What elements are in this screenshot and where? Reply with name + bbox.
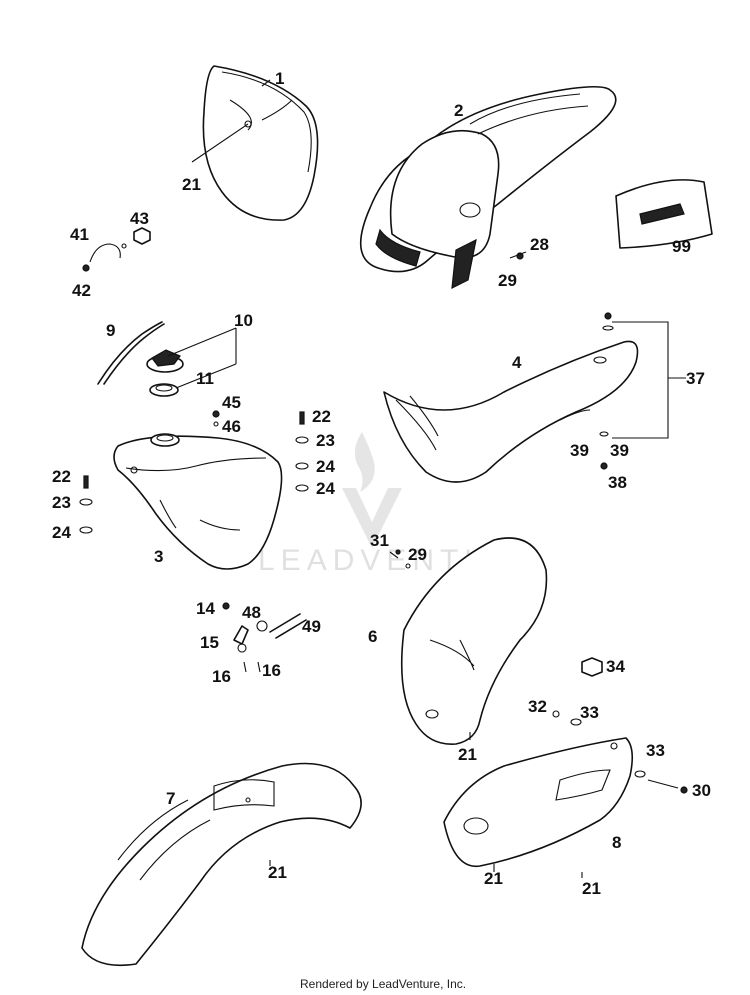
callout-39: 39 <box>570 441 589 460</box>
callout-99: 99 <box>672 237 691 256</box>
callout-29: 29 <box>408 545 427 564</box>
callout-23: 23 <box>316 431 335 450</box>
callout-33: 33 <box>646 741 665 760</box>
callout-21: 21 <box>182 175 201 194</box>
seat-part[interactable] <box>383 312 639 483</box>
callout-31: 31 <box>370 531 389 550</box>
callout-2: 2 <box>454 101 463 120</box>
callout-24: 24 <box>52 523 71 542</box>
callout-16: 16 <box>262 661 281 680</box>
fuel-tap-assembly[interactable] <box>222 602 307 673</box>
callout-48: 48 <box>242 603 261 622</box>
headlight-mask-part[interactable] <box>202 65 319 221</box>
callout-43: 43 <box>130 209 149 228</box>
callout-21: 21 <box>582 879 601 898</box>
callout-4: 4 <box>512 353 522 372</box>
callout-24: 24 <box>316 457 335 476</box>
callout-46: 46 <box>222 417 241 436</box>
callout-15: 15 <box>200 633 219 652</box>
callout-21: 21 <box>484 869 503 888</box>
callout-16: 16 <box>212 667 231 686</box>
callout-42: 42 <box>72 281 91 300</box>
callout-14: 14 <box>196 599 215 618</box>
callout-24: 24 <box>316 479 335 498</box>
callout-39: 39 <box>610 441 629 460</box>
watermark-logo <box>342 432 402 548</box>
callout-7: 7 <box>166 789 175 808</box>
front-fender-part[interactable] <box>81 762 362 967</box>
callout-23: 23 <box>52 493 71 512</box>
callout-28: 28 <box>530 235 549 254</box>
callout-8: 8 <box>612 833 621 852</box>
leader-lines <box>167 79 686 878</box>
callout-32: 32 <box>528 697 547 716</box>
callout-22: 22 <box>52 467 71 486</box>
callout-30: 30 <box>692 781 711 800</box>
callout-labels: 1 2 21 99 28 29 41 43 42 9 10 11 4 37 45… <box>52 69 711 898</box>
callout-3: 3 <box>154 547 163 566</box>
callout-21: 21 <box>458 745 477 764</box>
callout-9: 9 <box>106 321 115 340</box>
callout-38: 38 <box>608 473 627 492</box>
callout-49: 49 <box>302 617 321 636</box>
callout-21: 21 <box>268 863 287 882</box>
side-shroud-part[interactable] <box>400 537 548 745</box>
callout-34: 34 <box>606 657 625 676</box>
side-panel-part[interactable] <box>443 737 634 868</box>
right-hardware[interactable] <box>395 252 688 794</box>
callout-22: 22 <box>312 407 331 426</box>
ktm-decal-part[interactable] <box>615 179 713 249</box>
callout-6: 6 <box>368 627 377 646</box>
fuel-cap-and-breather[interactable] <box>97 321 184 397</box>
callout-1: 1 <box>275 69 284 88</box>
callout-29: 29 <box>498 271 517 290</box>
callout-41: 41 <box>70 225 89 244</box>
small-hardware-41-43[interactable] <box>82 227 151 272</box>
fuel-tank-part[interactable] <box>113 433 283 570</box>
rear-fender-part[interactable] <box>359 86 617 290</box>
footer-credit: Rendered by LeadVenture, Inc. <box>300 977 466 991</box>
callout-37: 37 <box>686 369 705 388</box>
callout-33: 33 <box>580 703 599 722</box>
callout-11: 11 <box>196 369 214 388</box>
tank-hardware[interactable] <box>79 410 309 534</box>
callout-45: 45 <box>222 393 241 412</box>
callout-10: 10 <box>234 311 253 330</box>
